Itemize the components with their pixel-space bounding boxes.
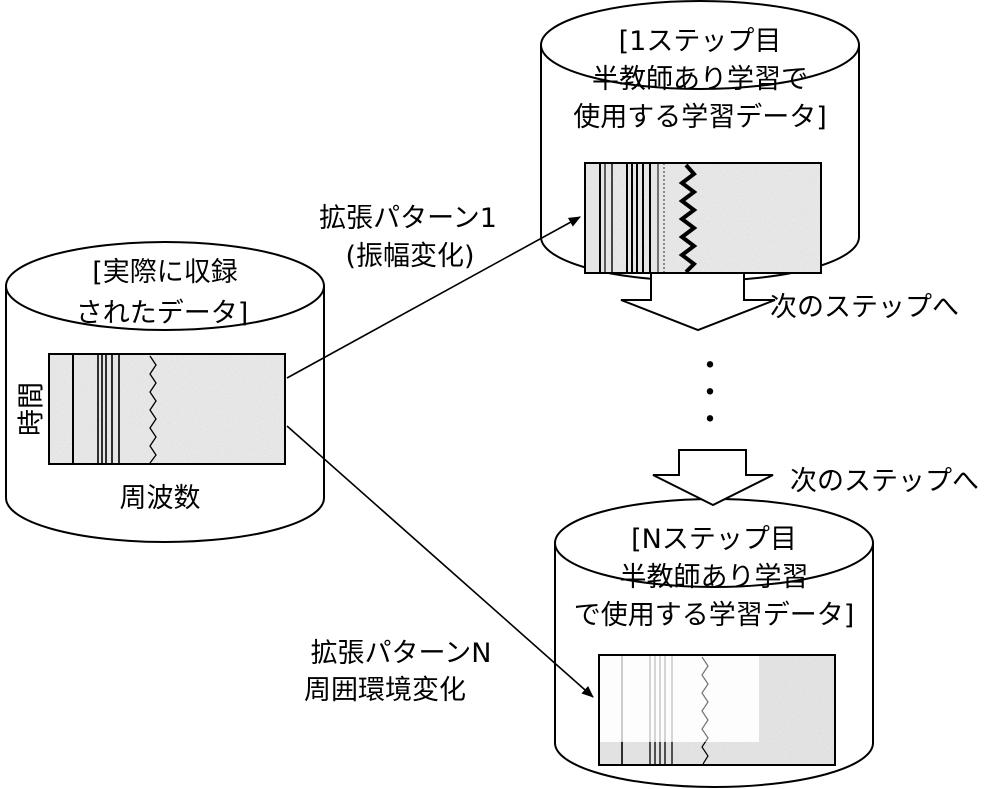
stepN-spectrogram <box>598 654 836 766</box>
arrow-pattern-N <box>286 425 594 698</box>
pattern-1-label-line-2: (振幅変化) <box>345 241 474 272</box>
source-label-line-1: [実際に収録 <box>92 257 238 288</box>
ellipsis-dot-2: ・ <box>695 376 725 411</box>
stepN-label-line-2: 半教師あり学習 <box>620 562 809 593</box>
source-spectrogram <box>48 353 286 465</box>
pattern-1-label-line-1: 拡張パターン1 <box>319 203 497 234</box>
source-label-line-2: されたデータ] <box>76 298 249 329</box>
ellipsis-dot-1: ・ <box>695 349 725 384</box>
step1-label-line-3: 使用する学習データ] <box>573 102 827 133</box>
next-step-label-1: 次のステップへ <box>770 292 959 323</box>
next-step-block-arrow-2 <box>652 449 774 507</box>
ellipsis-dot-3: ・ <box>695 403 725 438</box>
pattern-N-label-line-1: 拡張パターンN <box>311 638 492 669</box>
axis-time-label: 時間 <box>17 382 48 436</box>
next-step-label-2: 次のステップへ <box>790 466 979 497</box>
step1-label-line-1: [1ステップ目 <box>619 26 782 57</box>
stepN-label-line-1: [Nステップ目 <box>631 524 797 555</box>
axis-frequency-label: 周波数 <box>120 483 201 514</box>
next-step-block-arrow-1 <box>620 272 776 332</box>
pattern-N-label-line-2: 周囲環境変化 <box>304 675 466 706</box>
step1-label-line-2: 半教師あり学習で <box>592 64 808 95</box>
stepN-label-line-3: で使用する学習データ] <box>574 600 855 631</box>
step1-spectrogram <box>584 162 822 274</box>
arrow-pattern-1 <box>286 216 581 379</box>
